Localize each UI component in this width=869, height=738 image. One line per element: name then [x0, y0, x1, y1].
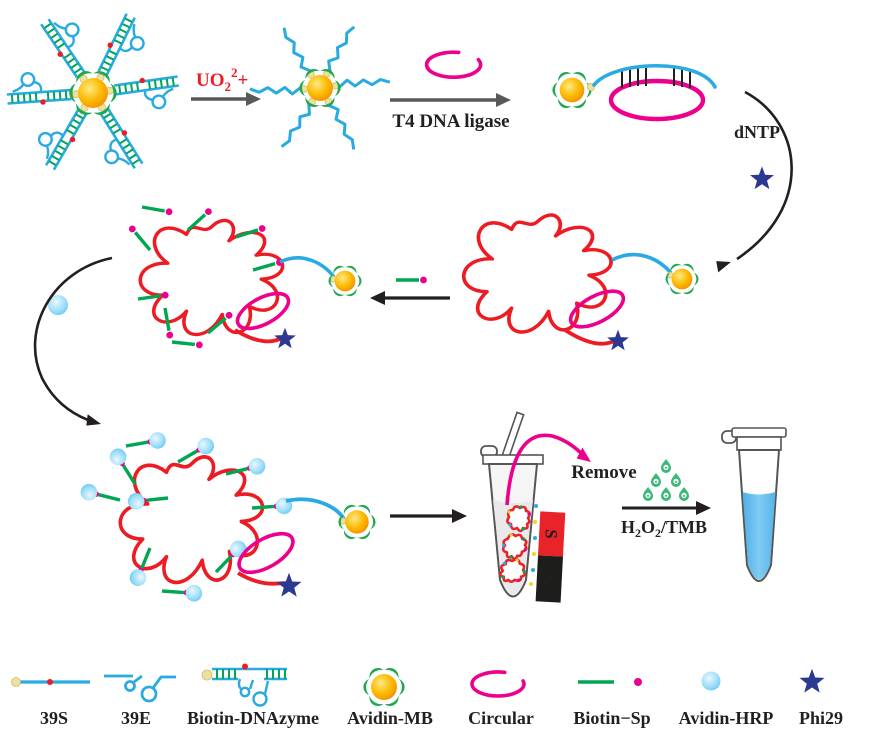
biotin-sp-hrp-icon — [77, 480, 124, 510]
biotin-sp-icon — [125, 222, 155, 254]
dnazyme-arm — [4, 68, 82, 109]
h2o2-tmb-label: H2O2/TMB — [621, 517, 707, 540]
magnet-north-pole — [535, 555, 563, 603]
linker-strand — [285, 497, 346, 521]
biotin-sp-hrp-icon — [122, 429, 169, 456]
rca-product — [461, 213, 699, 351]
hrp-addition-arrow — [33, 256, 113, 426]
open-circular-template-icon — [424, 50, 483, 79]
cleavage-site-dot — [242, 663, 248, 670]
rca-strand-tail — [563, 328, 617, 346]
legend-label-avidin-mb: Avidin-MB — [347, 708, 433, 728]
magnetic-bead-icon — [665, 262, 698, 297]
legend-symbol-phi29 — [799, 668, 825, 693]
legend-label-biotin-dnazyme: Biotin-DNAzyme — [187, 708, 319, 728]
hybridization-ticks — [621, 68, 691, 88]
dntp-arrow — [716, 90, 793, 273]
circular-template-icon — [608, 78, 706, 122]
result-tube — [721, 427, 787, 582]
legend-symbol-circular — [470, 670, 526, 698]
magnet-south-pole — [538, 511, 566, 557]
rca-strand — [118, 455, 265, 585]
cleaved-mb-conjugate — [248, 21, 392, 153]
legend-label-circular: Circular — [468, 708, 534, 728]
legend-symbol-avidin-hrp — [701, 671, 721, 691]
circular-template-icon — [235, 291, 291, 331]
mb-circular-hybrid — [552, 64, 717, 122]
phi29-star-icon — [274, 327, 296, 349]
droplet-icon — [679, 487, 689, 501]
legend-symbol-biotin-sp — [578, 678, 642, 686]
biotin-sp-icon — [139, 201, 175, 218]
magnet-n-label: N — [539, 572, 559, 586]
tmb-droplets — [643, 459, 689, 501]
biotin-dot — [201, 669, 213, 681]
phi29-star-icon — [607, 329, 629, 351]
probe-arrow — [370, 274, 450, 305]
circular-template-icon — [237, 531, 295, 575]
magnetic-bead-icon — [552, 69, 591, 111]
linker-strand — [611, 252, 673, 275]
biotin-sp-hrp-icon — [159, 581, 205, 604]
linker-strand — [279, 256, 336, 279]
droplet-icon — [671, 473, 681, 487]
biotin-sp-icon — [394, 274, 429, 286]
remove-arrow — [505, 433, 591, 506]
legend-label-avidin-hrp: Avidin-HRP — [679, 708, 774, 728]
legend-symbol-39e — [104, 674, 176, 703]
rca-product-hrp — [77, 429, 376, 604]
t4-ligase-label: T4 DNA ligase — [392, 111, 509, 132]
remove-label: Remove — [571, 462, 636, 483]
rca-strand — [138, 218, 285, 337]
biotin-sp-icon — [169, 336, 205, 351]
legend-label-39s: 39S — [40, 708, 68, 728]
biotin-sp-hrp-icon — [125, 488, 171, 513]
avidin-hrp-icon — [48, 295, 68, 315]
legend: 39S 39E Biotin-DNAzyme — [11, 663, 843, 728]
droplet-icon — [661, 487, 671, 501]
rca-product-probed — [125, 201, 362, 351]
droplet-icon — [661, 459, 671, 473]
dntp-label: dNTP — [734, 122, 780, 142]
magnet: S N — [535, 511, 566, 603]
cleaved-strand — [248, 83, 310, 99]
droplet-icon — [651, 473, 661, 487]
t4-ligase-arrow — [390, 93, 511, 107]
separation-arrow — [390, 509, 467, 523]
legend-symbol-biotin-dnazyme — [201, 663, 287, 707]
legend-label-39e: 39E — [121, 708, 151, 728]
biotin-dot — [11, 677, 21, 687]
phi29-star-icon — [750, 166, 774, 190]
legend-label-biotin-sp: Biotin−Sp — [573, 708, 650, 728]
separation-tube: S N — [480, 411, 566, 603]
droplet-icon — [643, 487, 653, 501]
dnazyme-arm — [36, 6, 107, 88]
dnazyme-mb-conjugate — [4, 6, 183, 181]
uo2-arrow — [191, 92, 261, 106]
legend-label-phi29: Phi29 — [799, 708, 843, 728]
captured-rca-aggregate — [506, 504, 532, 533]
tube-cap-skirt — [736, 436, 782, 451]
primer-strand — [592, 64, 717, 89]
magnet-s-label: S — [541, 529, 560, 539]
substrate-arrow — [622, 501, 711, 515]
biotin-sp-hrp-icon — [104, 443, 144, 491]
cleavage-site-dot — [47, 679, 53, 685]
tube-cap-top — [731, 427, 787, 438]
legend-symbol-avidin-mb — [363, 665, 404, 709]
legend-symbol-39s — [11, 677, 90, 687]
dnazyme-arm — [78, 98, 147, 181]
circular-template-icon — [568, 289, 626, 329]
uo2-label: UO22+ — [196, 65, 248, 94]
tmb-blue-solution — [742, 492, 776, 580]
biotin-sp-hrp-icon — [172, 432, 219, 471]
rca-strand — [461, 213, 613, 334]
phi29-star-icon — [276, 572, 302, 597]
